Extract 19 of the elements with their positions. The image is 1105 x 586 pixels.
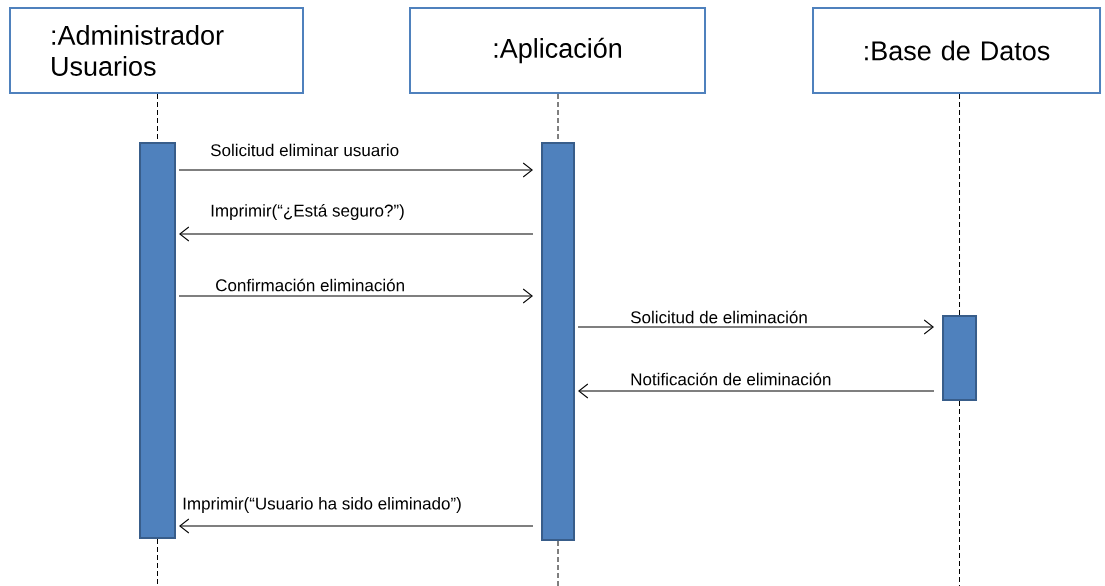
- message-label: Solicitud eliminar usuario: [210, 143, 399, 157]
- message-arrow: [577, 319, 934, 335]
- lifeline-header-box: :Administrador Usuarios: [9, 7, 304, 94]
- message-label: Solicitud de eliminación: [631, 310, 807, 324]
- message-label: Imprimir(“¿Está seguro?”): [211, 204, 404, 221]
- message-label: Notificación de eliminación: [631, 372, 831, 386]
- activation-bar: [541, 142, 575, 541]
- message-arrow: [179, 518, 534, 534]
- activation-bar: [942, 315, 977, 401]
- lifeline-header-box: :Base de Datos: [812, 7, 1101, 94]
- message-arrow: [178, 288, 533, 304]
- message-arrow: [178, 162, 533, 178]
- activation-bar: [139, 142, 176, 539]
- lifeline-header-box: :Aplicación: [409, 7, 706, 94]
- message-arrow: [578, 383, 935, 399]
- message-label: Confirmación eliminación: [216, 278, 404, 292]
- message-label: Imprimir(“Usuario ha sido eliminado”): [183, 497, 461, 513]
- lifeline: [959, 93, 960, 316]
- message-arrow: [179, 226, 534, 242]
